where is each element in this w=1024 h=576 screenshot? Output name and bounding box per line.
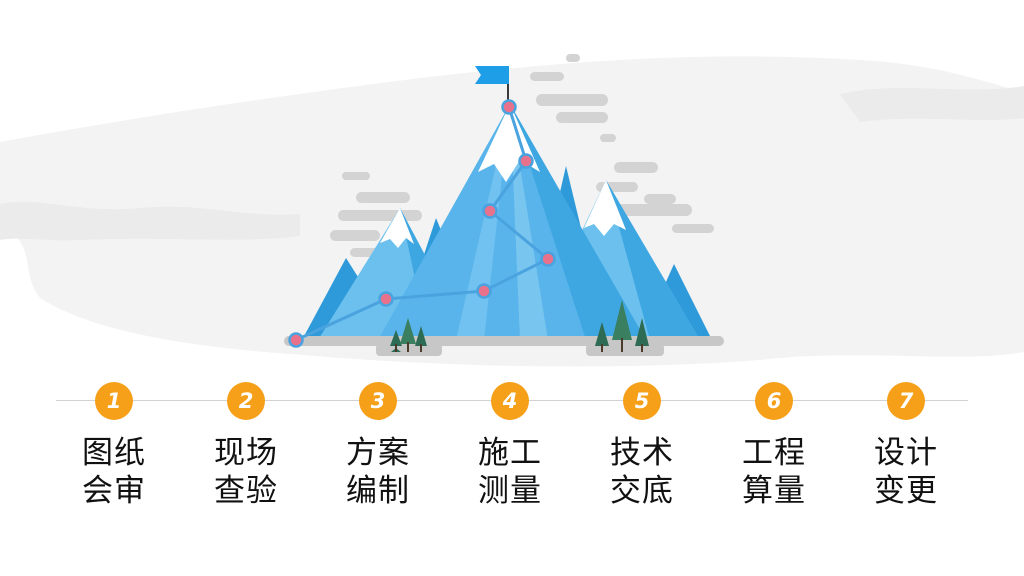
step-item: 6 工程 算量 xyxy=(714,382,834,510)
step-label-line: 现场 xyxy=(214,435,278,471)
step-label-line: 施工 xyxy=(478,435,542,471)
step-label-line: 算量 xyxy=(742,473,806,509)
step-number-badge: 7 xyxy=(887,382,925,420)
step-label: 施工 测量 xyxy=(450,434,570,510)
step-label: 现场 查验 xyxy=(186,434,306,510)
step-label: 图纸 会审 xyxy=(54,434,174,510)
tree-icon xyxy=(400,318,416,352)
tree-icon xyxy=(415,326,427,352)
mountain-main-shade xyxy=(510,104,646,340)
tree-icon xyxy=(595,322,609,352)
step-label: 方案 编制 xyxy=(318,434,438,510)
flag-icon xyxy=(475,66,509,104)
step-item: 7 设计 变更 xyxy=(846,382,966,510)
waypoint-icon xyxy=(476,283,492,299)
step-label-line: 交底 xyxy=(610,473,674,509)
step-label-line: 测量 xyxy=(478,473,542,509)
step-number-badge: 6 xyxy=(755,382,793,420)
step-item: 3 方案 编制 xyxy=(318,382,438,510)
waypoint-icon xyxy=(518,153,534,169)
waypoint-icon xyxy=(378,291,394,307)
snow-cap xyxy=(380,208,414,248)
step-label-line: 设计 xyxy=(874,435,938,471)
step-label-line: 工程 xyxy=(742,435,806,471)
step-label: 设计 变更 xyxy=(846,434,966,510)
step-label-line: 查验 xyxy=(214,473,278,509)
brush-stroke-shape xyxy=(0,201,300,241)
ground-ledge xyxy=(586,344,664,356)
step-item: 5 技术 交底 xyxy=(582,382,702,510)
step-number-badge: 2 xyxy=(227,382,265,420)
step-number-badge: 4 xyxy=(491,382,529,420)
step-label-line: 变更 xyxy=(874,473,938,509)
step-number-badge: 1 xyxy=(95,382,133,420)
waypoint-icon xyxy=(482,203,498,219)
waypoint-icon xyxy=(540,251,556,267)
waypoint-icon xyxy=(288,332,304,348)
step-label: 技术 交底 xyxy=(582,434,702,510)
step-number-badge: 5 xyxy=(623,382,661,420)
waypoint-icon xyxy=(501,99,517,115)
step-number-badge: 3 xyxy=(359,382,397,420)
step-item: 4 施工 测量 xyxy=(450,382,570,510)
mountain-right-shade xyxy=(606,180,700,340)
step-label-line: 方案 xyxy=(346,435,410,471)
brush-stroke-shape xyxy=(840,86,1024,122)
step-item: 1 图纸 会审 xyxy=(54,382,174,510)
step-label: 工程 算量 xyxy=(714,434,834,510)
step-item: 2 现场 查验 xyxy=(186,382,306,510)
step-label-line: 会审 xyxy=(82,473,146,509)
snow-cap xyxy=(584,180,626,236)
step-label-line: 技术 xyxy=(610,435,674,471)
tree-icon xyxy=(390,330,402,352)
step-label-line: 编制 xyxy=(346,473,410,509)
tree-icon xyxy=(612,300,632,352)
step-label-line: 图纸 xyxy=(82,435,146,471)
tree-icon xyxy=(635,318,649,352)
